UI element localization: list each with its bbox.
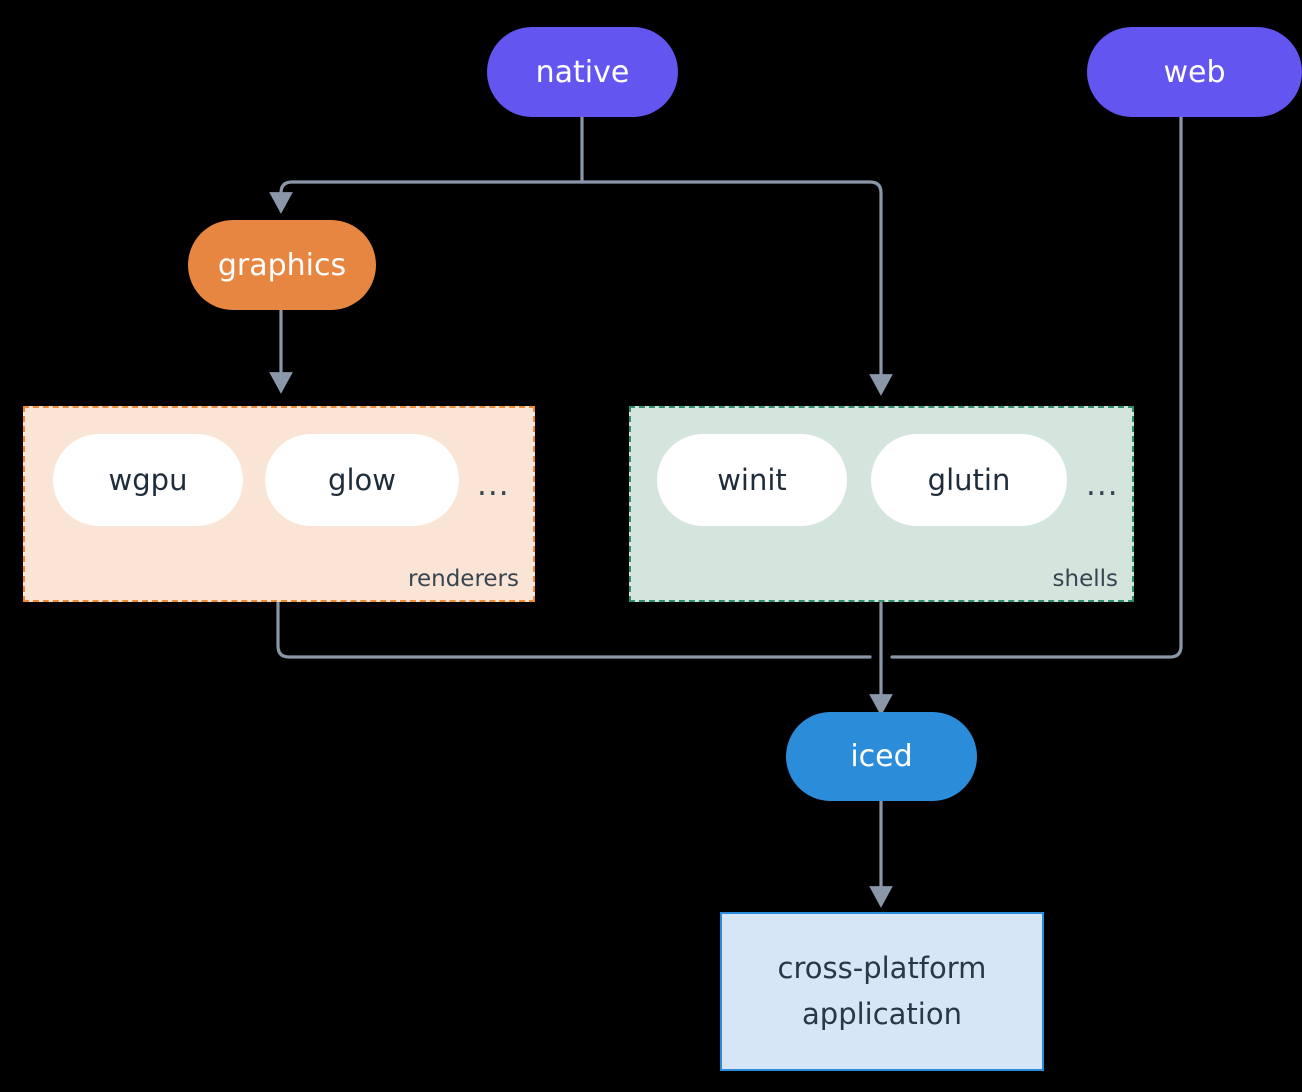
node-native-label: native xyxy=(535,54,630,90)
item-winit-label: winit xyxy=(717,463,787,497)
node-iced-label: iced xyxy=(850,739,913,774)
group-shells-label: shells xyxy=(1052,566,1118,592)
edge-native-to-shells xyxy=(580,180,893,396)
node-native[interactable]: native xyxy=(487,27,678,117)
item-winit[interactable]: winit xyxy=(657,434,847,526)
item-wgpu[interactable]: wgpu xyxy=(53,434,243,526)
application-label-line2: application xyxy=(802,996,962,1031)
item-glow[interactable]: glow xyxy=(265,434,459,526)
renderers-overflow-ellipsis: ... xyxy=(477,467,510,503)
node-iced[interactable]: iced xyxy=(786,712,977,801)
item-wgpu-label: wgpu xyxy=(108,463,188,497)
edge-native-to-graphics xyxy=(269,180,584,214)
node-graphics-label: graphics xyxy=(217,247,347,283)
shells-overflow-ellipsis: ... xyxy=(1086,467,1119,503)
edge-renderers-to-iced xyxy=(276,601,872,659)
group-shells: winit glutin ... shells xyxy=(629,406,1134,602)
application-label-line1: cross-platform xyxy=(777,950,987,985)
node-graphics[interactable]: graphics xyxy=(188,220,376,310)
node-cross-platform-application[interactable]: cross-platform application xyxy=(720,912,1044,1071)
item-glutin[interactable]: glutin xyxy=(871,434,1067,526)
item-glutin-label: glutin xyxy=(927,463,1011,497)
group-renderers: wgpu glow ... renderers xyxy=(23,406,535,602)
group-renderers-label: renderers xyxy=(408,566,519,592)
node-web-label: web xyxy=(1163,54,1226,90)
item-glow-label: glow xyxy=(328,463,396,497)
node-web[interactable]: web xyxy=(1087,27,1302,117)
